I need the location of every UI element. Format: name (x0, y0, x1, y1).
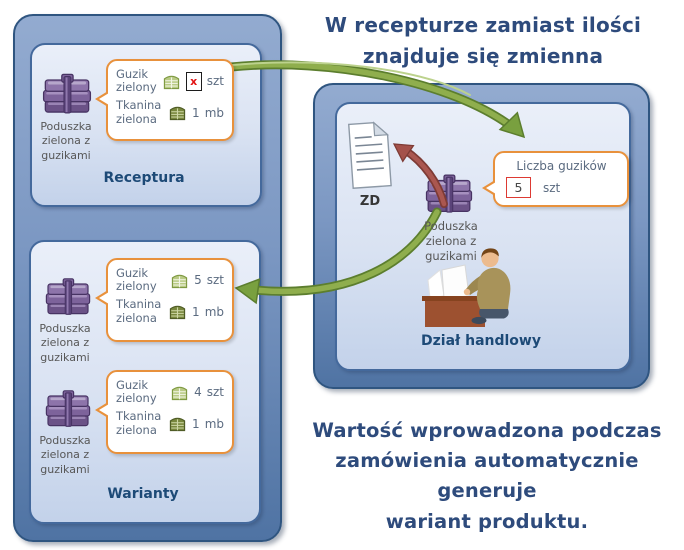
bom-qty: 5 (194, 273, 202, 288)
bom-unit: szt (206, 74, 224, 89)
variable-unit: szt (543, 180, 561, 195)
bom-unit: szt (206, 273, 224, 288)
bom-row-guzik: Guzik zielony x szt (116, 67, 224, 95)
bom-qty: 1 (192, 105, 200, 120)
bom-unit: mb (204, 105, 224, 120)
product-label: Poduszka zielona z guzikami (39, 434, 91, 476)
diagram-note: Wartość wprowadzona podczas zamówienia a… (295, 416, 679, 537)
title-line1: W recepturze zamiast ilości (324, 13, 642, 37)
product-pillow-icon (424, 169, 474, 217)
bom-unit: szt (206, 385, 224, 400)
zd-document-icon (348, 121, 392, 189)
bom-row-guzik: Guzik zielony 5 szt (116, 266, 224, 294)
bom-item-name: Guzik zielony (116, 266, 157, 294)
variable-value-box: 5 (506, 177, 531, 198)
note-line1: Wartość wprowadzona podczas (312, 419, 662, 442)
bom-qty: 4 (194, 385, 202, 400)
note-line3: wariant produktu. (385, 509, 589, 533)
bom-unit: mb (204, 304, 224, 319)
product-label: Poduszka zielona z guzikami (39, 322, 91, 364)
variant2-bom-callout: Guzik zielony 4 szt Tkanina zielona 1 mb (95, 370, 234, 454)
bom-qty: 1 (192, 416, 200, 431)
bom-item-name: Tkanina zielona (116, 98, 162, 126)
diagram-title: W recepturze zamiast ilości znajduje się… (318, 10, 648, 72)
sales-panel-title: Dział handlowy (421, 333, 541, 349)
title-line2: znajduje się zmienna (362, 44, 604, 68)
product-label: Poduszka zielona z guzikami (40, 120, 92, 162)
bom-qty: 1 (192, 304, 200, 319)
commodity-icon-light-green (170, 384, 189, 401)
commodity-icon-light-green (170, 272, 189, 289)
bom-item-name: Guzik zielony (116, 378, 157, 406)
bom-unit: mb (204, 416, 224, 431)
commodity-icon-dark-green (168, 415, 187, 432)
warianty-panel-title: Warianty (107, 486, 179, 502)
product-pillow-icon (41, 68, 93, 118)
bom-row-tkanina: Tkanina zielona 1 mb (116, 98, 224, 126)
sales-person-icon (422, 248, 511, 327)
bom-item-name: Guzik zielony (116, 67, 157, 95)
commodity-icon-light-green (162, 73, 181, 90)
bom-item-name: Tkanina zielona (116, 409, 162, 437)
product-pillow-icon (44, 272, 92, 320)
commodity-icon-dark-green (168, 303, 187, 320)
receptura-panel-title: Receptura (103, 170, 185, 186)
bom-item-name: Tkanina zielona (116, 297, 162, 325)
commodity-icon-dark-green (168, 104, 187, 121)
variable-name: Liczba guzików (516, 159, 607, 173)
product-label: Poduszka zielona z guzikami (424, 219, 478, 263)
product-pillow-icon (44, 384, 92, 432)
receptura-bom-callout: Guzik zielony x szt Tkanina zielona 1 mb (95, 59, 234, 141)
bom-row-guzik: Guzik zielony 4 szt (116, 378, 224, 406)
zd-document-label: ZD (359, 194, 381, 209)
variable-x-box: x (185, 71, 202, 91)
variable-value-callout: Liczba guzików 5 szt (482, 151, 629, 207)
note-line2: zamówienia automatycznie generuje (335, 449, 639, 503)
bom-row-tkanina: Tkanina zielona 1 mb (116, 409, 224, 437)
bom-row-tkanina: Tkanina zielona 1 mb (116, 297, 224, 325)
variant1-bom-callout: Guzik zielony 5 szt Tkanina zielona 1 mb (95, 258, 234, 342)
